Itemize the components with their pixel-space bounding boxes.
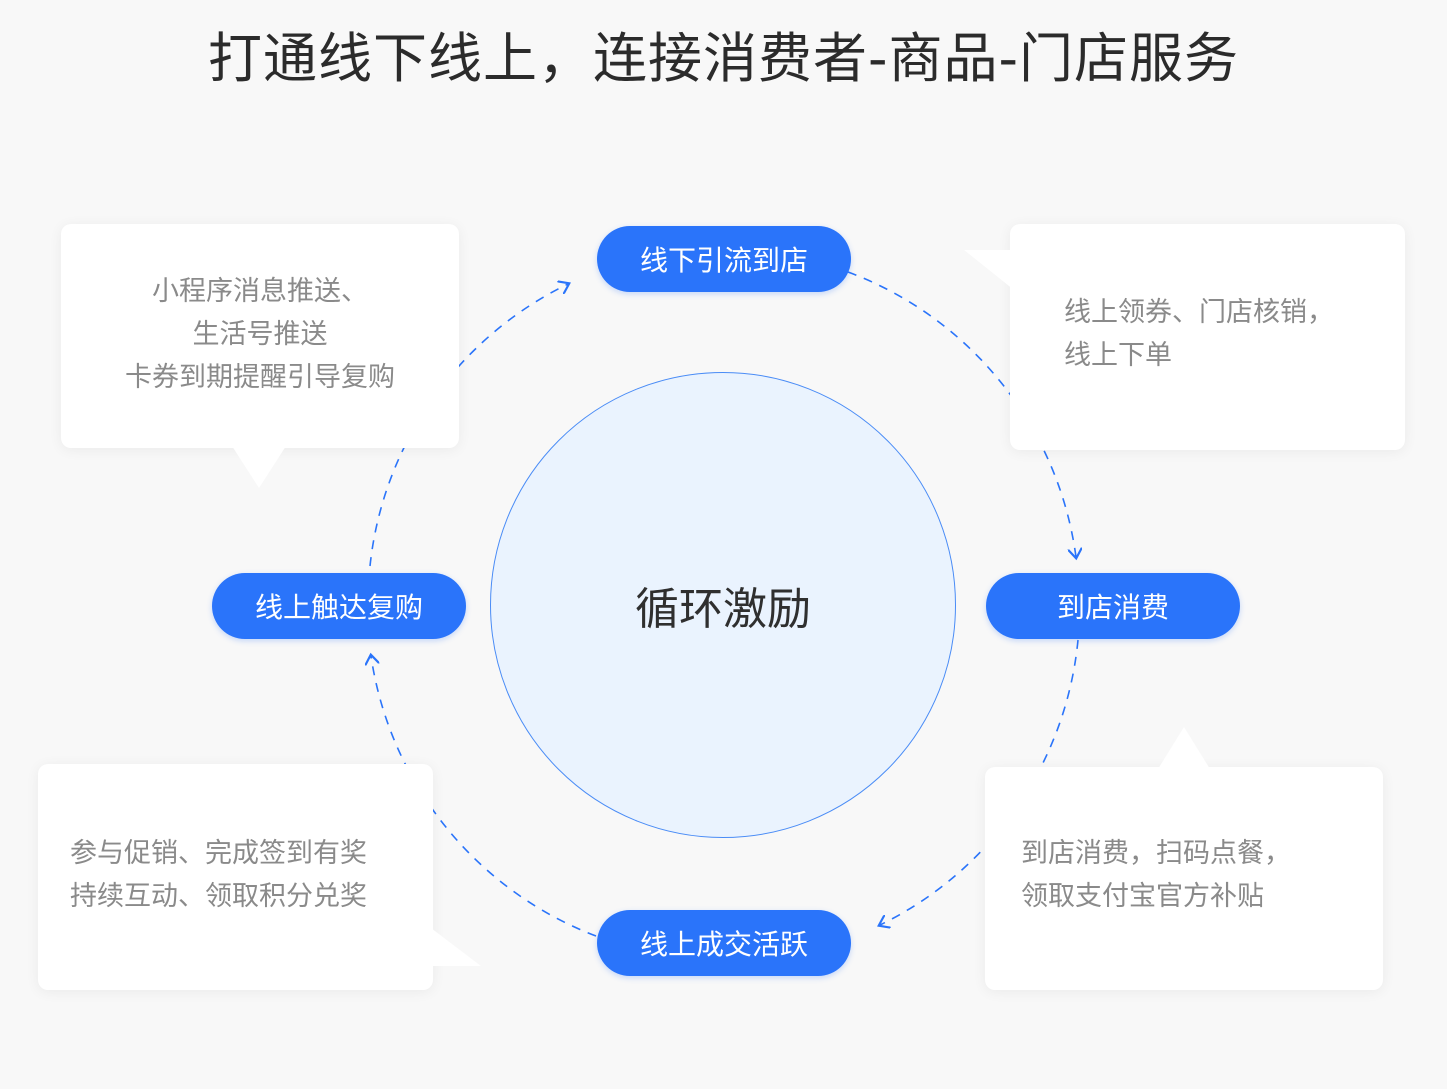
card-bottom-left: [38, 764, 433, 990]
card-bottom-right-line-2: 领取支付宝官方补贴: [1021, 881, 1264, 912]
node-right: 到店消费: [986, 573, 1240, 639]
card-top-left-line-3: 卡券到期提醒引导复购: [125, 362, 395, 393]
center-circle: 循环激励: [490, 372, 956, 838]
card-bottom-left-line-2: 持续互动、领取积分兑奖: [70, 881, 367, 912]
card-bottom-left-tail: [431, 928, 481, 966]
card-top-left-line-2: 生活号推送: [192, 319, 328, 350]
ring-arc-top-right: [847, 271, 1076, 557]
card-top-left-line-1: 小程序消息推送、: [152, 276, 368, 307]
card-bottom-left-line-1: 参与促销、完成签到有奖: [70, 838, 367, 869]
card-bottom-right-line-1: 到店消费，扫码点餐，: [1021, 838, 1291, 869]
node-left: 线上触达复购: [212, 573, 466, 639]
ring-arc-top-left: [369, 284, 568, 567]
center-label: 循环激励: [635, 584, 811, 635]
card-top-right-tail: [964, 250, 1014, 290]
card-bottom-right-text: 到店消费，扫码点餐， 领取支付宝官方补贴: [1021, 832, 1291, 918]
card-bottom-right-tail: [1158, 727, 1210, 769]
card-top-right-line-2: 线上下单: [1064, 340, 1172, 371]
card-top-left: [61, 224, 459, 448]
card-top-right-text: 线上领券、门店核销， 线上下单: [1064, 291, 1334, 377]
card-top-left-text: 小程序消息推送、 生活号推送 卡券到期提醒引导复购: [61, 270, 459, 399]
node-bottom: 线上成交活跃: [597, 910, 851, 976]
page-title: 打通线下线上，连接消费者-商品-门店服务: [208, 27, 1239, 90]
card-top-left-tail: [232, 446, 286, 488]
card-bottom-right: [985, 767, 1383, 990]
card-top-right: [1010, 224, 1405, 450]
card-bottom-left-text: 参与促销、完成签到有奖 持续互动、领取积分兑奖: [70, 832, 367, 918]
node-top: 线下引流到店: [597, 226, 851, 292]
ring-arc-bottom-left: [371, 656, 597, 937]
ring-arc-bottom-right: [880, 639, 1079, 925]
card-top-right-line-1: 线上领券、门店核销，: [1064, 297, 1334, 328]
